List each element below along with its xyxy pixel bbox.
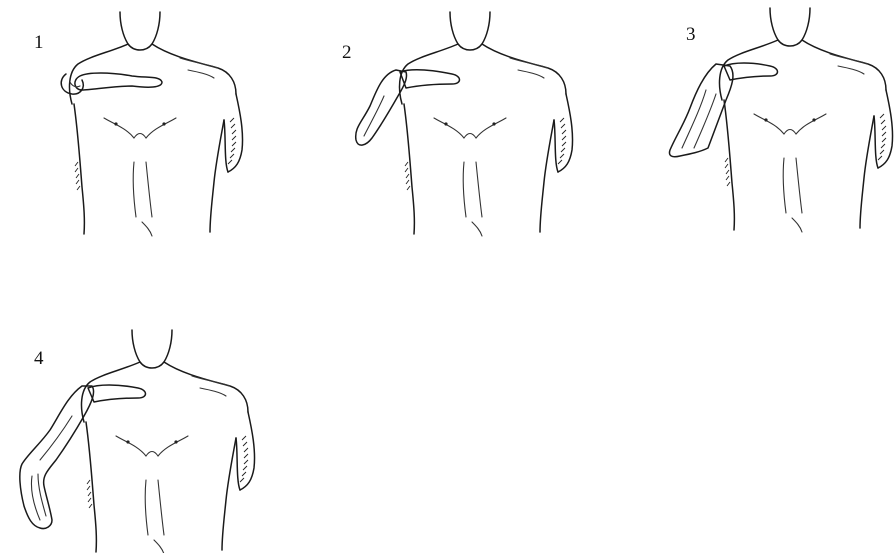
panel-1: 1 (34, 12, 243, 236)
panel-3: 3 (669, 8, 892, 232)
panel-2-number: 2 (342, 42, 352, 63)
panel-4-number: 4 (34, 348, 44, 369)
above-elbow-prosthesis (669, 63, 777, 157)
shoulder-cap-prosthesis (61, 73, 162, 94)
panel-1-number: 1 (34, 32, 44, 53)
panel-2: 2 (342, 12, 573, 236)
full-arm-prosthesis (20, 385, 146, 529)
panel-4: 4 (20, 330, 255, 553)
panel-3-number: 3 (686, 24, 696, 45)
